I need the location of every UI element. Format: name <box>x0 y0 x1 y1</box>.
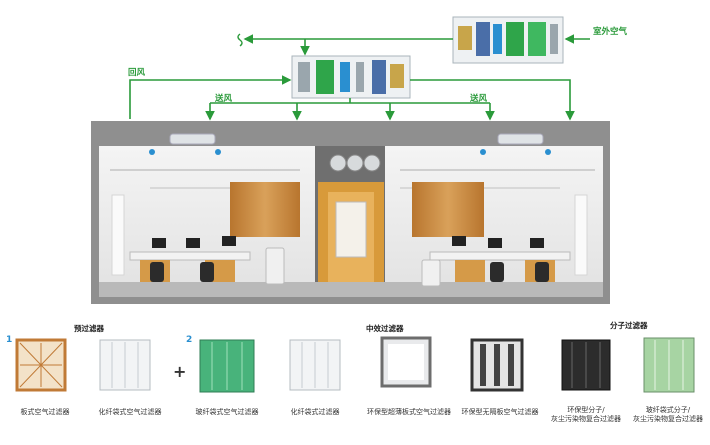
filter-label-3: 玻纤袋式空气过滤器 <box>187 408 267 417</box>
supply-air-right-label: 送风 <box>470 92 487 104</box>
main-air-handling-unit <box>292 56 410 98</box>
filter-label-1: 板式空气过滤器 <box>10 408 80 417</box>
filter-bag-green <box>200 340 254 392</box>
section-pre-filter: 预过滤器 <box>74 323 104 334</box>
filter-label-5: 环保型超薄板式空气过滤器 <box>364 408 454 417</box>
outdoor-air-label: 室外空气 <box>593 25 627 37</box>
return-air-label: 回风 <box>128 66 145 78</box>
filter-panel-thin <box>382 338 430 386</box>
exhaust-squiggle-icon <box>238 34 242 46</box>
filter-label-2: 化纤袋式空气过滤器 <box>90 408 170 417</box>
stage-number-2: 2 <box>186 335 192 345</box>
section-medium-filter: 中效过滤器 <box>366 323 404 334</box>
filter-label-8: 玻纤袋式分子/ 灰尘污染物复合过滤器 <box>628 406 708 424</box>
stage-number-1: 1 <box>6 335 12 345</box>
filter-bag-white-1 <box>100 340 150 390</box>
filter-molecular-green <box>644 338 694 392</box>
supply-air-left-label: 送风 <box>215 92 232 104</box>
filter-molecular-dark <box>562 340 610 390</box>
outdoor-air-unit <box>453 17 563 63</box>
filter-bag-white-2 <box>290 340 340 390</box>
filter-panel-1 <box>17 340 65 390</box>
filter-v-bank <box>472 340 522 390</box>
filter-label-6: 环保型无隔板空气过滤器 <box>460 408 540 417</box>
filter-label-4: 化纤袋式过滤器 <box>280 408 350 417</box>
filter-label-7: 环保型分子/ 灰尘污染物复合过滤器 <box>546 406 626 424</box>
building-section <box>91 121 610 304</box>
plus-sign: + <box>173 362 186 381</box>
section-molecular-filter: 分子过滤器 <box>610 320 648 331</box>
